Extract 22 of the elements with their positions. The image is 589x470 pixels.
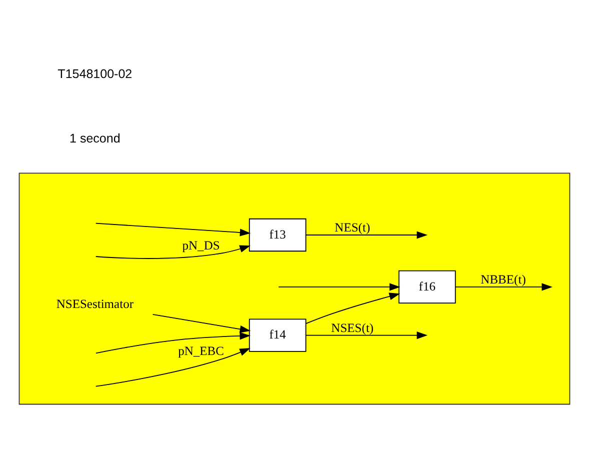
edge-label: NSES(t)	[331, 320, 374, 335]
edge-label: pN_EBC	[178, 344, 224, 358]
arrow	[95, 245, 250, 259]
arrow	[96, 332, 251, 354]
cluster	[18, 172, 570, 405]
arrow	[95, 348, 250, 387]
node-box: f13	[248, 218, 306, 252]
edge-label: pN_DS	[182, 238, 220, 253]
edge-label: NES(t)	[334, 220, 370, 235]
arrow	[95, 222, 251, 236]
arrow	[454, 283, 552, 291]
label: 1 second	[70, 131, 120, 146]
arrow	[306, 332, 428, 340]
arrow	[306, 231, 428, 239]
arrow	[306, 292, 400, 324]
node-box: f14	[248, 318, 306, 352]
arrow	[152, 314, 251, 333]
node-text: NSESestimator	[56, 297, 134, 312]
node-box: f16	[398, 270, 456, 304]
arrow	[278, 283, 400, 291]
label: T1548100-02	[58, 67, 132, 82]
edge-label: NBBE(t)	[480, 272, 526, 287]
